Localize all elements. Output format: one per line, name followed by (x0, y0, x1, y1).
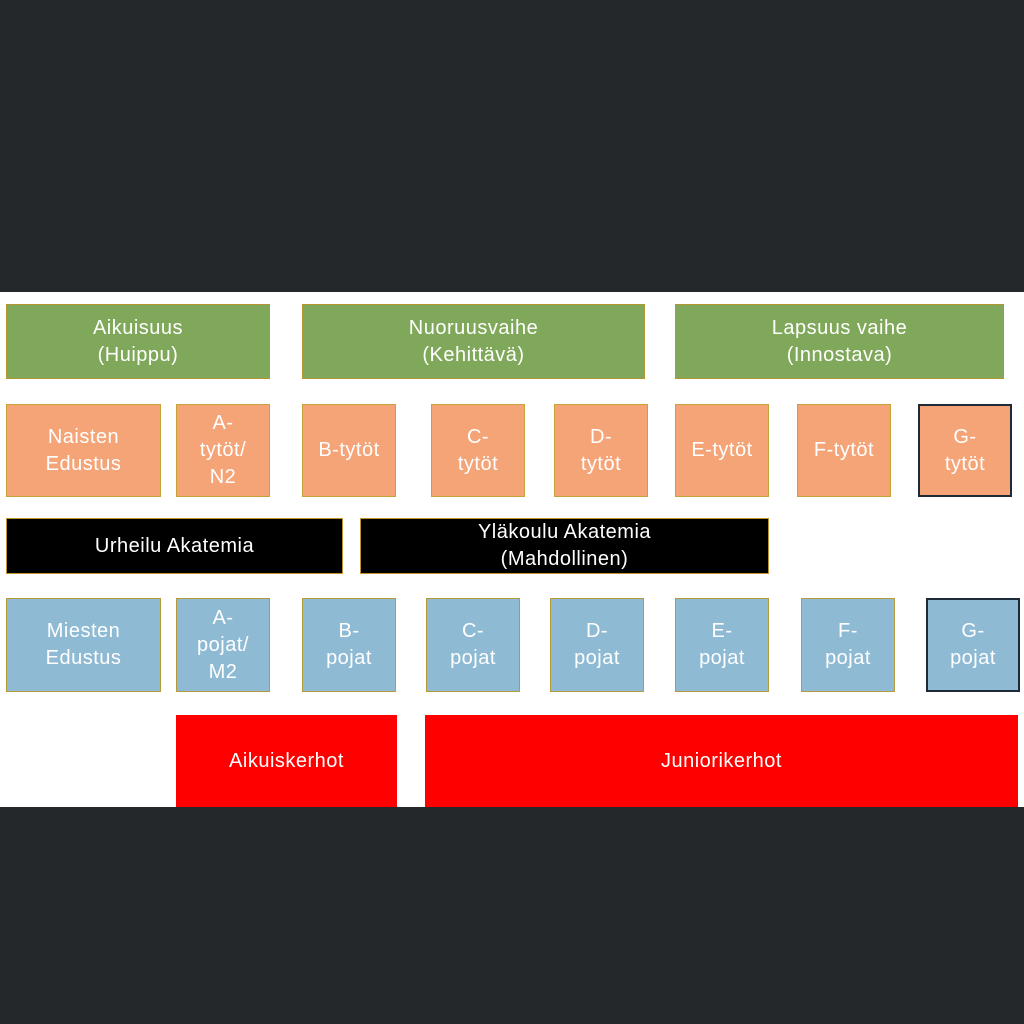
phase-youth: Nuoruusvaihe (Kehittävä) (302, 304, 645, 379)
team-d-tytot: D- tytöt (554, 404, 648, 497)
team-a-pojat: A- pojat/ M2 (176, 598, 270, 692)
team-miesten-edustus: Miesten Edustus (6, 598, 161, 692)
phase-childhood: Lapsuus vaihe (Innostava) (675, 304, 1004, 379)
team-f-pojat: F- pojat (801, 598, 895, 692)
club-juniorikerhot: Juniorikerhot (425, 715, 1018, 807)
phase-adulthood: Aikuisuus (Huippu) (6, 304, 270, 379)
team-c-tytot: C- tytöt (431, 404, 525, 497)
team-c-pojat: C- pojat (426, 598, 520, 692)
team-f-tytot: F-tytöt (797, 404, 891, 497)
team-g-pojat: G- pojat (926, 598, 1020, 692)
team-naisten-edustus: Naisten Edustus (6, 404, 161, 497)
team-b-tytot: B-tytöt (302, 404, 396, 497)
academy-ylakoulu: Yläkoulu Akatemia (Mahdollinen) (360, 518, 769, 574)
club-aikuiskerhot: Aikuiskerhot (176, 715, 397, 807)
team-g-tytot: G- tytöt (918, 404, 1012, 497)
team-d-pojat: D- pojat (550, 598, 644, 692)
team-e-tytot: E-tytöt (675, 404, 769, 497)
team-a-tytot: A- tytöt/ N2 (176, 404, 270, 497)
org-chart-panel: Aikuisuus (Huippu) Nuoruusvaihe (Kehittä… (0, 292, 1024, 807)
team-e-pojat: E- pojat (675, 598, 769, 692)
team-b-pojat: B- pojat (302, 598, 396, 692)
academy-urheilu: Urheilu Akatemia (6, 518, 343, 574)
